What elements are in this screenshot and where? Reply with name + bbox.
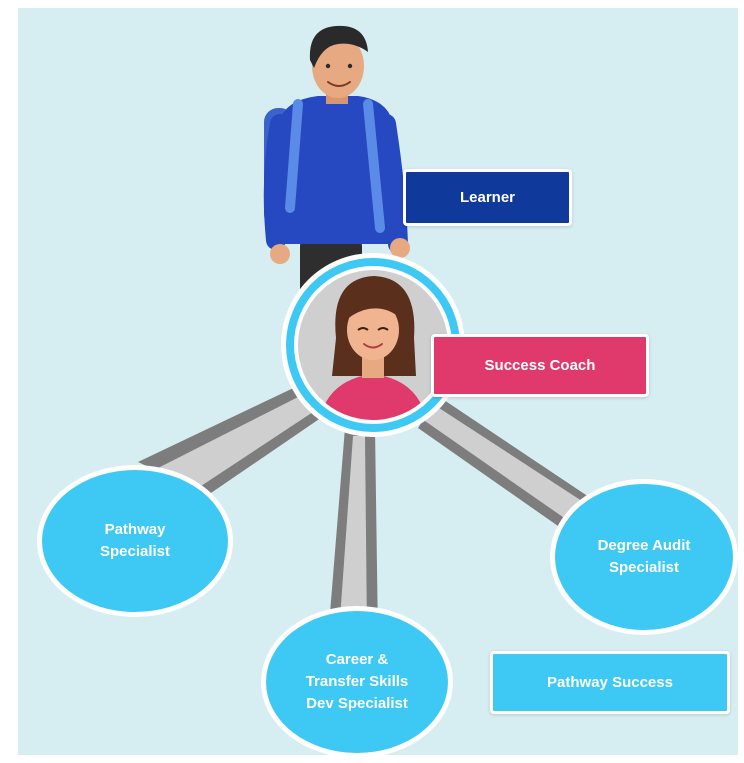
connector-degree-audit	[418, 396, 598, 533]
diagram-canvas: Learner Success Coach Pathway Success Pa…	[18, 8, 738, 755]
coach-icon	[281, 253, 465, 437]
degree-audit-specialist-node	[550, 479, 738, 635]
connector-career	[328, 428, 378, 638]
pathway-success-label: Pathway Success	[547, 674, 673, 691]
pathway-success-label-box: Pathway Success	[490, 651, 730, 714]
diagram-illustration	[37, 25, 738, 755]
success-coach-label-box: Success Coach	[431, 334, 649, 397]
pathway-specialist-node	[37, 465, 233, 617]
success-coach-label: Success Coach	[484, 357, 596, 374]
learner-label-box: Learner	[403, 169, 572, 226]
connector-pathway	[138, 382, 328, 495]
learner-icon	[263, 25, 410, 308]
career-specialist-node	[261, 606, 453, 755]
learner-label: Learner	[459, 189, 516, 206]
